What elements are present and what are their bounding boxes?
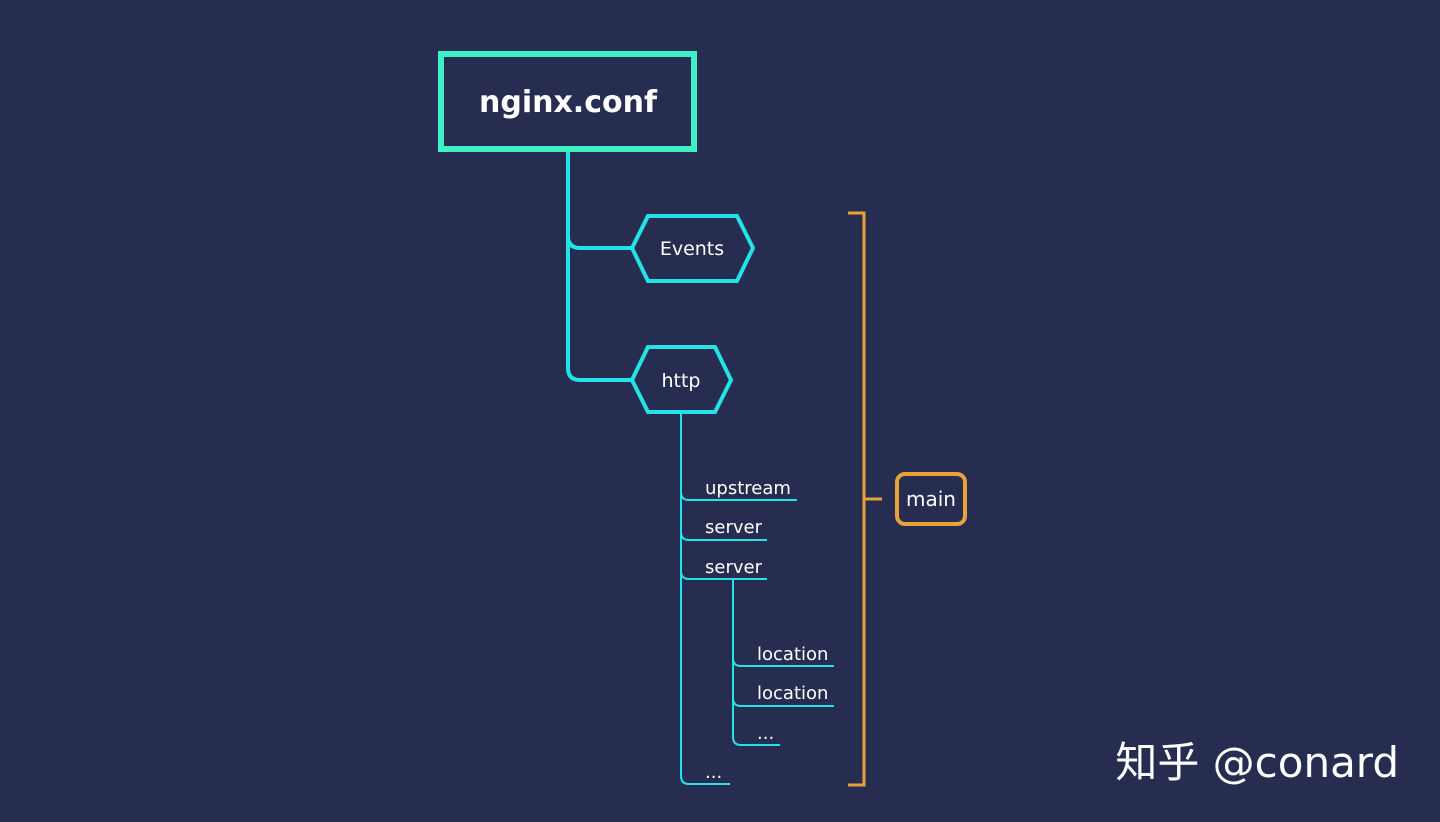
underline-server-2 — [680, 570, 767, 580]
underline-location-2 — [732, 697, 834, 707]
connector-root-trunk — [566, 150, 632, 382]
events-label: Events — [660, 238, 724, 260]
connector-http-trunk — [680, 412, 730, 785]
root-box — [438, 51, 697, 152]
server-label-1: server — [705, 517, 763, 538]
main-scope-bracket — [848, 211, 882, 787]
underline-server-1 — [680, 531, 767, 541]
events-node — [629, 214, 756, 283]
server-label-2: server — [705, 557, 763, 578]
connector-root-events — [566, 235, 632, 250]
http-more-label: ... — [705, 762, 722, 783]
upstream-label: upstream — [705, 478, 791, 499]
root-label: nginx.conf — [479, 85, 658, 120]
watermark: 知乎 @conard — [1115, 738, 1399, 787]
location-label-2: location — [757, 683, 828, 704]
server-more-label: ... — [757, 723, 774, 744]
underline-upstream — [680, 491, 797, 501]
root-connectors — [566, 150, 632, 382]
http-node — [629, 345, 734, 414]
main-box — [895, 472, 967, 526]
server-connectors — [732, 579, 834, 746]
http-connectors — [680, 412, 797, 785]
main-label: main — [906, 487, 956, 511]
location-label-1: location — [757, 644, 828, 665]
connector-server-trunk — [732, 579, 780, 746]
underline-location-1 — [732, 657, 834, 667]
http-label: http — [661, 370, 700, 392]
